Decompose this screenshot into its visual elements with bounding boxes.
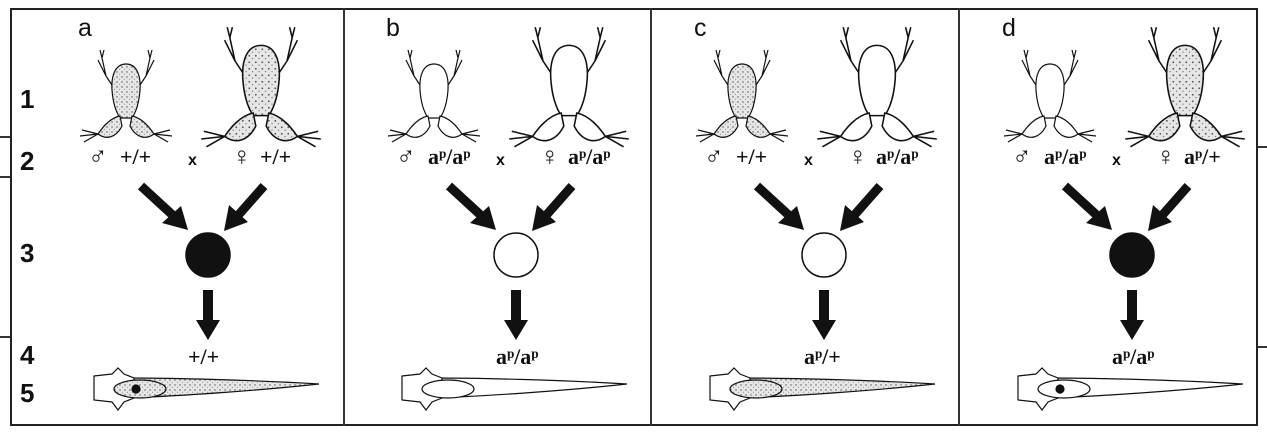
arrow-icon bbox=[196, 290, 220, 340]
panel-label: a bbox=[78, 14, 92, 43]
female-genotype: aᵖ/+ bbox=[1184, 144, 1221, 170]
margin-tick bbox=[0, 336, 10, 338]
arrow-icon bbox=[1148, 186, 1188, 231]
cross-panel-d: d ♂ aᵖ/aᵖ x ♀ aᵖ/+ aᵖ/aᵖ bbox=[960, 8, 1260, 426]
arrow-icon bbox=[449, 186, 496, 230]
female-symbol: ♀ bbox=[232, 144, 252, 170]
row-label-5: 5 bbox=[20, 378, 34, 409]
cross-panel-a: a ♂ +/+ x ♀ +/+ +/+ bbox=[36, 8, 336, 426]
arrow-icon bbox=[141, 186, 188, 230]
margin-tick bbox=[0, 176, 10, 178]
male-frog-illustration bbox=[692, 46, 792, 146]
arrow-icon bbox=[812, 290, 836, 340]
arrow-icon bbox=[224, 186, 264, 231]
egg-icon bbox=[186, 233, 230, 277]
tadpole-illustration bbox=[84, 364, 324, 414]
female-genotype: aᵖ/aᵖ bbox=[568, 144, 610, 170]
margin-tick bbox=[0, 136, 10, 138]
tadpole-illustration bbox=[1008, 364, 1248, 414]
arrow-icon bbox=[1120, 290, 1144, 340]
arrow-icon bbox=[840, 186, 880, 231]
male-frog-illustration bbox=[76, 46, 176, 146]
male-genotype: aᵖ/aᵖ bbox=[1044, 144, 1086, 170]
row-label-2: 2 bbox=[20, 146, 34, 177]
egg-icon bbox=[494, 233, 538, 277]
male-symbol: ♂ bbox=[88, 144, 108, 170]
row-label-4: 4 bbox=[20, 340, 34, 371]
egg-icon bbox=[802, 233, 846, 277]
male-genotype: +/+ bbox=[736, 144, 767, 170]
female-symbol: ♀ bbox=[540, 144, 560, 170]
male-genotype: +/+ bbox=[120, 144, 151, 170]
male-frog-illustration bbox=[384, 46, 484, 146]
male-symbol: ♂ bbox=[1012, 144, 1032, 170]
female-frog-illustration bbox=[196, 22, 336, 142]
male-symbol: ♂ bbox=[704, 144, 724, 170]
female-frog-illustration bbox=[812, 22, 952, 142]
row-label-3: 3 bbox=[20, 238, 34, 269]
male-symbol: ♂ bbox=[396, 144, 416, 170]
female-genotype: +/+ bbox=[260, 144, 291, 170]
arrow-icon bbox=[504, 290, 528, 340]
tadpole-illustration bbox=[700, 364, 940, 414]
female-frog-illustration bbox=[1120, 22, 1260, 142]
cross-panel-b: b ♂ aᵖ/aᵖ x ♀ aᵖ/aᵖ aᵖ/aᵖ bbox=[344, 8, 644, 426]
arrow-icon bbox=[532, 186, 572, 231]
male-frog-illustration bbox=[1000, 46, 1100, 146]
egg-icon bbox=[1110, 233, 1154, 277]
female-genotype: aᵖ/aᵖ bbox=[876, 144, 918, 170]
cross-panel-c: c ♂ +/+ x ♀ aᵖ/aᵖ aᵖ/+ bbox=[652, 8, 952, 426]
panel-label: b bbox=[386, 14, 400, 43]
row-label-1: 1 bbox=[20, 84, 34, 115]
arrow-icon bbox=[1065, 186, 1112, 230]
female-symbol: ♀ bbox=[1156, 144, 1176, 170]
female-frog-illustration bbox=[504, 22, 644, 142]
male-genotype: aᵖ/aᵖ bbox=[428, 144, 470, 170]
panel-label: c bbox=[694, 14, 707, 43]
panel-label: d bbox=[1002, 14, 1016, 43]
female-symbol: ♀ bbox=[848, 144, 868, 170]
tadpole-illustration bbox=[392, 364, 632, 414]
arrow-icon bbox=[757, 186, 804, 230]
